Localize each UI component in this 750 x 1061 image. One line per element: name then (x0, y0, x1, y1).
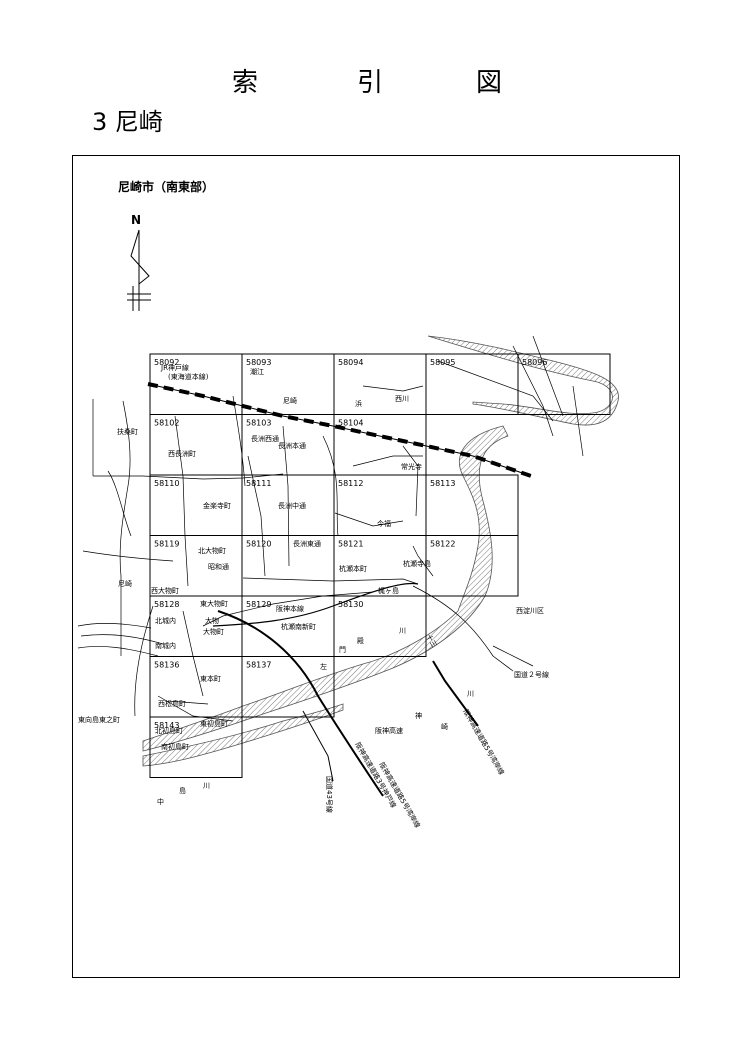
place-name: 神 (415, 711, 422, 720)
place-name: 梶ヶ島 (378, 586, 399, 595)
hanshin-expressway-5 (432, 660, 479, 727)
national-route-43 (302, 710, 334, 782)
place-name: 昭和通 (208, 562, 229, 571)
area-label: 尼崎市（南東部） (118, 180, 215, 194)
place-name: 長洲西通 (251, 434, 279, 443)
place-name: 今福 (377, 519, 391, 528)
grid-cell-number: 58130 (338, 600, 363, 609)
hanshin-railway (212, 582, 419, 627)
title-char: 図 (476, 68, 503, 98)
place-name: 殿 (357, 637, 364, 645)
grid-cell-number: 58128 (154, 600, 179, 609)
place-name: 金楽寺町 (203, 501, 231, 510)
grid-cell-number: 58093 (246, 358, 271, 367)
place-name: 阪神高速道路5号湾岸線 (461, 708, 506, 777)
grid-cell[interactable] (333, 595, 427, 657)
place-name: 北大物町 (198, 546, 226, 555)
grid-cell-number: 58122 (430, 540, 455, 549)
grid-cell-number: 58096 (522, 358, 547, 367)
grid-cell-number: 58102 (154, 419, 179, 428)
grid-cell-number: 58121 (338, 540, 363, 549)
grid-cell-number: 58137 (246, 661, 271, 670)
grid-cell-number: 58120 (246, 540, 271, 549)
place-name: 潮江 (250, 367, 264, 376)
grid-cell-number: 58113 (430, 479, 455, 488)
grid-cell-number: 58119 (154, 540, 179, 549)
place-name: 崎 (441, 722, 448, 731)
grid-cell-number: 58112 (338, 479, 363, 488)
place-name: 長洲中通 (278, 501, 306, 510)
place-name: 門 (339, 646, 346, 654)
place-name: (東海道本線) (168, 372, 209, 381)
hanshin-expressway-3 (217, 610, 384, 797)
place-name: 川 (203, 782, 210, 790)
index-map: N (77, 213, 619, 829)
place-name: 東本町 (200, 674, 221, 683)
page-subtitle: 3 尼崎 (92, 108, 163, 136)
place-name: 東向島東之町 (78, 715, 120, 724)
place-name: 北初島町 (155, 726, 183, 735)
place-name: 東大物町 (200, 599, 228, 608)
place-name: 南城内 (155, 641, 176, 650)
place-name: 北城内 (155, 616, 176, 625)
title-char: 引 (357, 68, 384, 98)
place-name: 大物町 (203, 627, 224, 636)
grid-cell[interactable] (517, 353, 611, 415)
grid-cell[interactable] (149, 716, 243, 778)
place-name: 川 (467, 690, 474, 698)
place-name: 中 (157, 797, 164, 806)
map-frame: 尼崎市（南東部） N (72, 155, 680, 978)
place-name: JR神戸線 (160, 363, 189, 372)
place-name: 国道43号線 (325, 776, 334, 813)
place-name: 南初島町 (161, 742, 189, 751)
place-name: 西川 (395, 395, 409, 403)
grid-cell-number: 58094 (338, 358, 363, 367)
place-name: 扶桑町 (117, 427, 138, 436)
river (142, 425, 509, 752)
river (427, 335, 619, 426)
grid-cell[interactable] (425, 535, 519, 597)
grid-cell-number: 58103 (246, 419, 271, 428)
grid-cell-number: 58095 (430, 358, 455, 367)
place-name: 尼崎 (118, 579, 132, 588)
place-name: 東初島町 (200, 719, 228, 728)
index-grid-labels: 58092 58093 58094 58095 58096 58102 58103 58104… (154, 358, 547, 730)
place-name: 島 (179, 786, 186, 795)
place-name: 西大物町 (151, 586, 179, 595)
place-name: 常光寺 (401, 462, 422, 471)
place-name: 国道２号線 (514, 670, 549, 679)
page-title: 索 引 図 (0, 62, 750, 102)
place-name: 西松島町 (158, 699, 186, 708)
place-name: 杭瀬本町 (339, 564, 367, 573)
place-name: 長洲本通 (278, 441, 306, 450)
north-arrow-icon: N (127, 213, 151, 311)
river (142, 703, 344, 767)
grid-cell[interactable] (241, 656, 335, 718)
place-name: 尼崎 (283, 396, 297, 405)
place-name: 長洲東通 (293, 539, 321, 548)
title-char: 索 (232, 68, 259, 98)
north-label: N (131, 213, 141, 227)
index-grid (149, 353, 611, 778)
grid-cell-number: 58111 (246, 479, 271, 488)
grid-cell-number: 58104 (338, 419, 363, 428)
place-name: 川 (399, 627, 406, 635)
place-name: 浜 (355, 399, 362, 408)
place-name: 西長洲町 (168, 450, 196, 458)
grid-cell-number: 58092 (154, 358, 179, 367)
place-name: 大物 (205, 616, 219, 625)
place-name: 杭瀬南新町 (281, 622, 316, 631)
place-name: 西淀川区 (516, 606, 544, 615)
grid-cell-number: 58110 (154, 479, 179, 488)
street-network (77, 335, 584, 722)
grid-cell-number: 58136 (154, 661, 179, 670)
place-name: 阪神高速 (375, 726, 403, 735)
grid-cell-number: 58143 (154, 721, 179, 730)
place-name: 杭瀬寺島 (403, 559, 431, 568)
place-name: 左 (320, 662, 327, 671)
grid-cell-number: 58129 (246, 600, 271, 609)
place-name: 阪神本線 (276, 604, 304, 613)
